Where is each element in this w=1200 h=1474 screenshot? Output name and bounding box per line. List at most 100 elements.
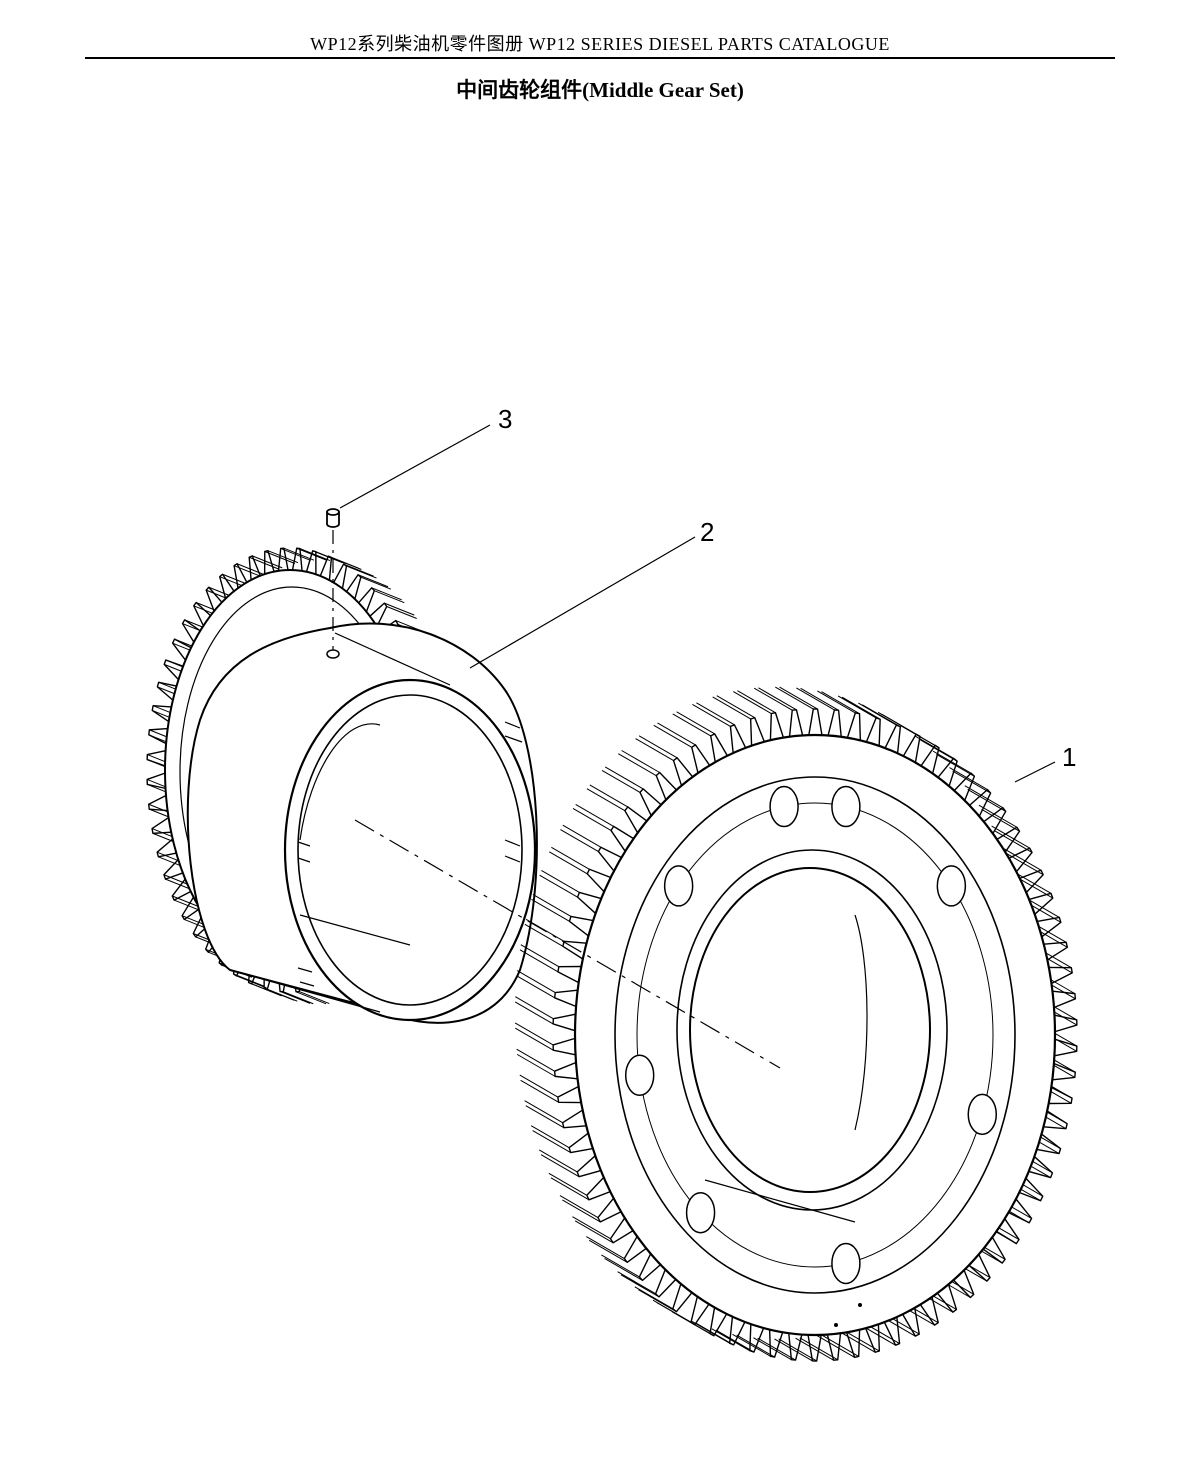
gear-tooth-flank	[775, 686, 818, 710]
gear-tooth	[345, 574, 362, 600]
gear-tooth-flank	[343, 563, 377, 579]
bushing-front-outer	[283, 678, 537, 1022]
gear-tooth-flank	[295, 991, 330, 1005]
gear-tooth	[192, 913, 211, 938]
gear-tooth-flank	[618, 750, 660, 777]
gear-tooth-flank	[519, 944, 560, 973]
gear-tooth-flank	[296, 547, 331, 562]
gear-tooth	[291, 547, 303, 571]
gear-tooth	[968, 1254, 991, 1282]
gear-tooth-flank	[672, 711, 715, 737]
gear-tooth-flank	[516, 1048, 556, 1077]
gear-tooth	[710, 733, 728, 763]
gear-tooth	[1028, 1156, 1054, 1179]
gear-tooth	[808, 708, 823, 736]
gear-tooth-flank	[753, 687, 797, 711]
gear-tooth	[827, 709, 842, 737]
gear-tooth-flank	[531, 894, 572, 922]
gear-tooth-flank	[248, 555, 283, 570]
gear-tooth	[597, 1197, 622, 1223]
large-gear-bolt-circle	[636, 802, 994, 1268]
gear-tooth	[586, 1176, 611, 1201]
gear-tooth-flank	[897, 722, 940, 749]
gear-tooth	[1054, 1014, 1078, 1033]
gear-tooth	[205, 586, 223, 612]
gear-tooth-flank	[932, 750, 975, 777]
gear-tooth	[146, 772, 166, 790]
gear-tooth	[638, 1253, 661, 1282]
bolt-hole	[624, 1054, 655, 1097]
gear-tooth	[576, 891, 602, 914]
gear-tooth	[576, 1155, 602, 1178]
gear-tooth-flank	[617, 1271, 660, 1298]
gear-tooth	[845, 1329, 861, 1358]
gear-tooth-flank	[548, 1172, 590, 1201]
gear-tooth	[769, 712, 785, 741]
gear-tooth-flank	[978, 804, 1020, 832]
gear-tooth	[369, 602, 388, 627]
callout-label-3: 3	[498, 404, 512, 434]
gear-tooth	[1048, 1086, 1073, 1105]
gear-tooth	[807, 1334, 822, 1362]
gear-tooth	[1036, 1133, 1062, 1155]
gear-tooth-flank	[949, 767, 991, 794]
gear-tooth-flank	[653, 722, 696, 748]
gear-tooth-flank	[530, 1125, 571, 1153]
gear-tooth	[561, 1109, 587, 1129]
gear-tooth	[586, 868, 611, 893]
gear-tooth	[1052, 1062, 1076, 1081]
gear-tooth-flank	[586, 784, 629, 812]
callout-label-1: 1	[1062, 742, 1076, 772]
gear-tooth-flank	[712, 695, 756, 720]
leader-line-2	[469, 536, 696, 669]
gear-tooth	[788, 1333, 803, 1361]
gear-tooth	[151, 704, 172, 723]
gear-tooth-flank	[601, 766, 644, 793]
callout-label-2: 2	[700, 517, 714, 547]
gear-tooth	[865, 1324, 881, 1353]
gear-tooth	[1008, 847, 1033, 873]
gear-tooth-flank	[514, 996, 554, 1025]
gear-tooth	[654, 1269, 677, 1298]
bushing-groove-right	[504, 839, 521, 863]
gear-tooth	[568, 915, 594, 937]
large-gear-mark	[858, 1303, 862, 1307]
page-title: 中间齿轮组件(Middle Gear Set)	[456, 78, 744, 102]
gear-tooth-flank	[559, 1195, 601, 1223]
gear-tooth-flank	[964, 785, 1006, 812]
gear-tooth-flank	[586, 1236, 628, 1263]
gear-tooth	[557, 965, 582, 984]
callouts: 3 2 1	[339, 404, 1076, 783]
gear-tooth	[609, 1217, 634, 1244]
gear-tooth	[1054, 1038, 1078, 1057]
gear-tooth	[171, 878, 192, 901]
gear-tooth	[672, 757, 694, 786]
gear-tooth	[181, 896, 201, 921]
bushing	[186, 622, 538, 1024]
gear-tooth-flank	[652, 1299, 695, 1326]
gear-tooth-flank	[538, 1149, 580, 1178]
gear-tooth	[749, 717, 765, 746]
gear-tooth	[263, 549, 275, 575]
gear-tooth	[623, 1236, 647, 1264]
gear-tooth-flank	[384, 602, 417, 619]
page-header: WP12系列柴油机零件图册 WP12 SERIES DIESEL PARTS C…	[310, 34, 890, 54]
gear-tooth	[919, 1296, 939, 1326]
gear-tooth-flank	[837, 695, 881, 720]
gear-tooth-flank	[328, 555, 362, 570]
bushing-groove-bottom	[297, 967, 315, 987]
gear-tooth-flank	[516, 970, 556, 999]
gear-tooth	[983, 806, 1007, 834]
large-gear-bore	[689, 867, 931, 1193]
gear-tooth	[219, 573, 235, 599]
bushing-top-line	[334, 632, 451, 686]
gear-tooth-flank	[991, 825, 1033, 853]
gear-tooth-flank	[572, 1216, 614, 1244]
gear-tooth	[1043, 941, 1069, 961]
gear-tooth	[358, 587, 376, 612]
gear-tooth-flank	[817, 690, 860, 715]
large-gear-bolt-holes	[624, 785, 998, 1285]
gear-tooth	[691, 744, 711, 774]
gear-tooth	[655, 771, 677, 801]
gear-tooth	[902, 1307, 920, 1337]
